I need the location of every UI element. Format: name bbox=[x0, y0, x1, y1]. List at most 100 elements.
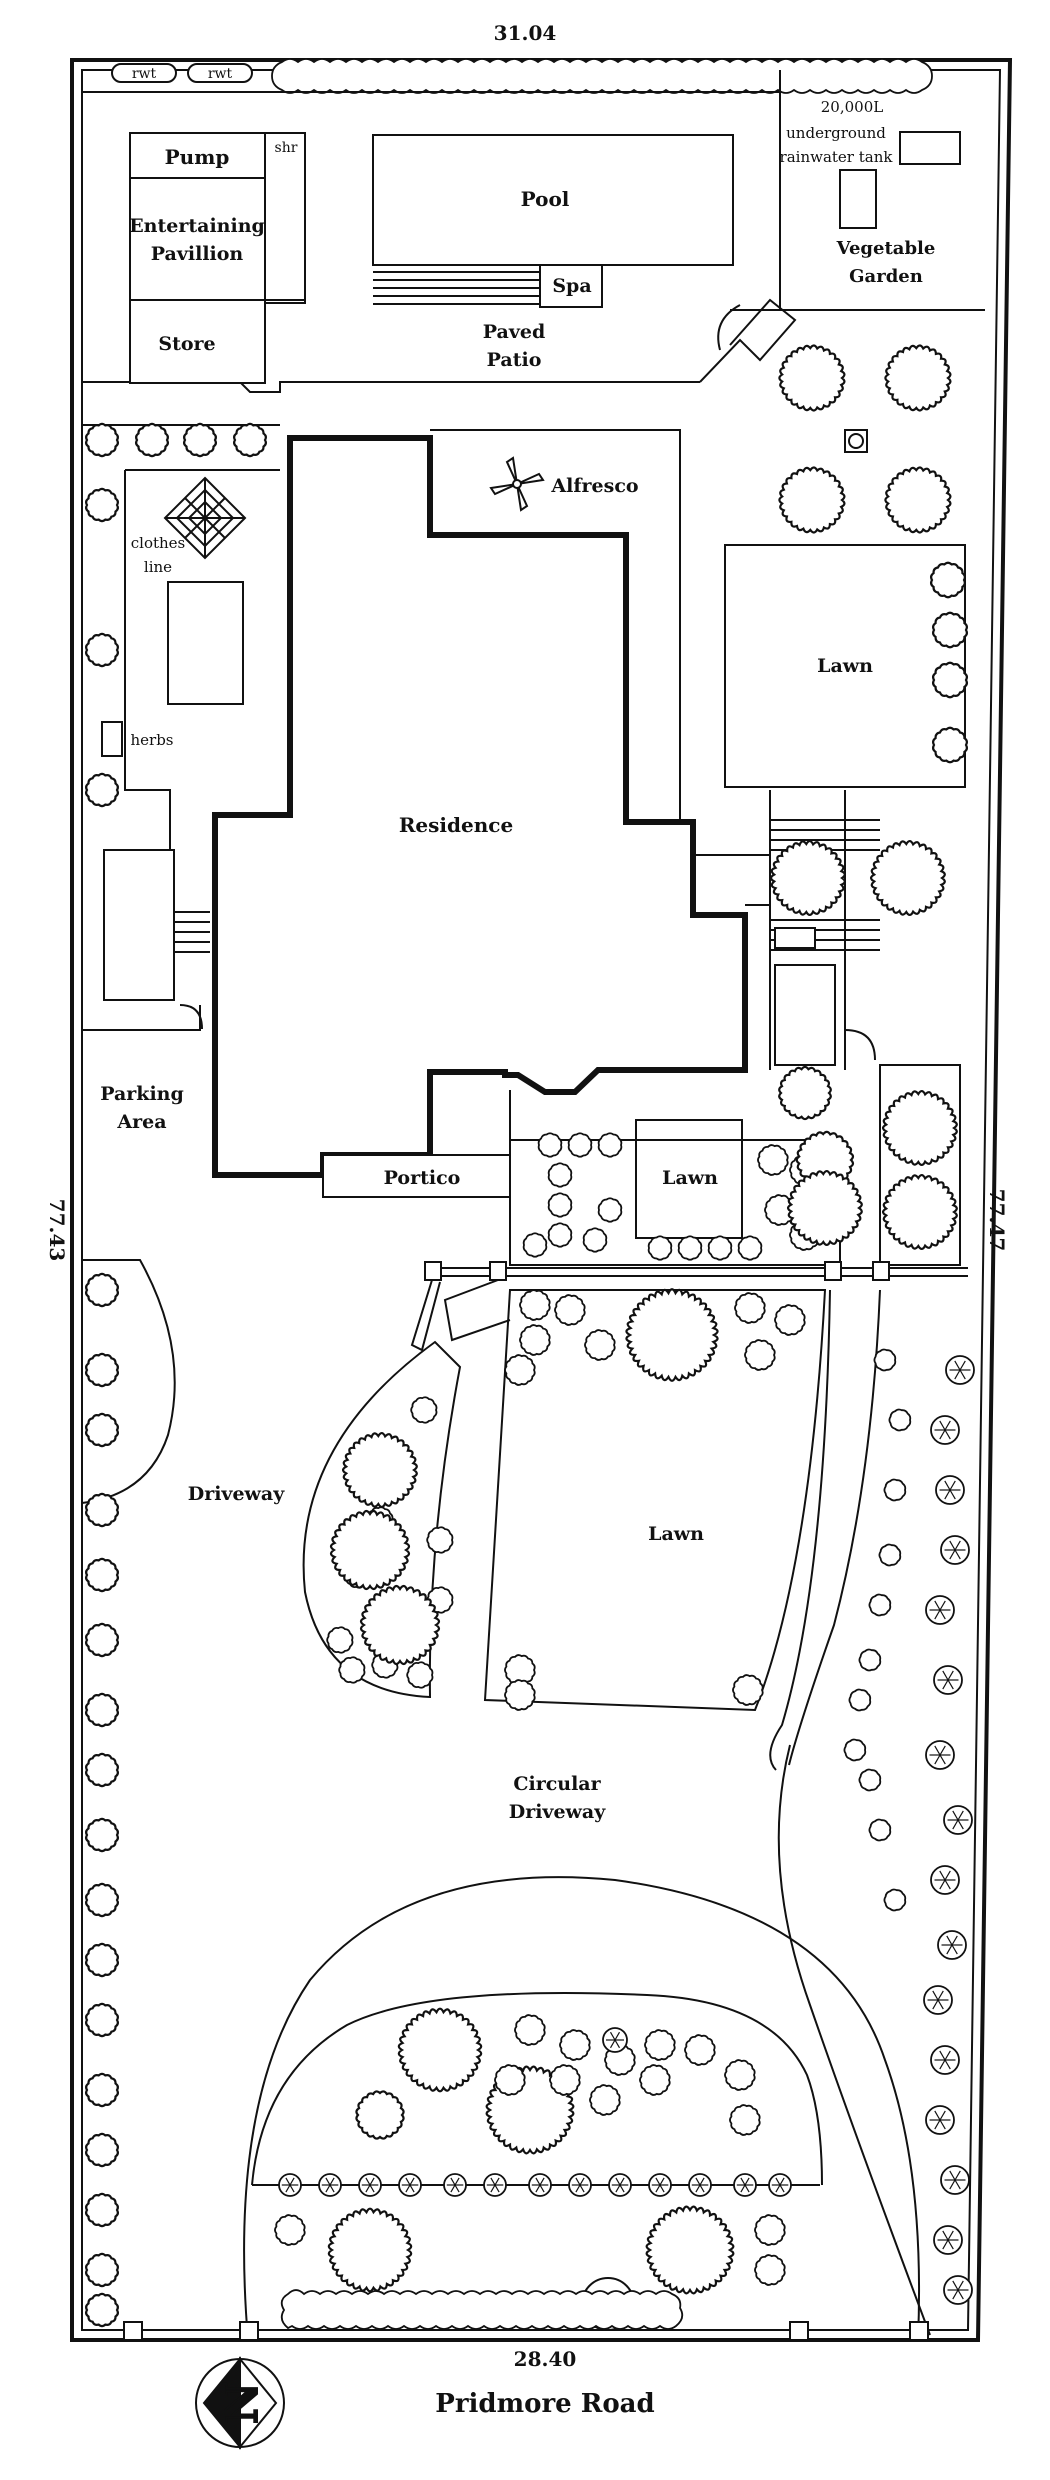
dimension-bottom: 28.40 bbox=[514, 2347, 577, 2371]
spa-label: Spa bbox=[552, 275, 591, 297]
dimension-top: 31.04 bbox=[494, 21, 557, 45]
tree bbox=[183, 422, 217, 458]
shrub-stroke bbox=[575, 2177, 581, 2186]
shrub-stroke bbox=[934, 2119, 941, 2130]
tree bbox=[567, 1132, 593, 1158]
north-compass: N bbox=[195, 2356, 285, 2450]
tree bbox=[754, 2254, 786, 2286]
pump-label: Pump bbox=[165, 145, 230, 169]
shrub-stroke bbox=[619, 2177, 625, 2186]
shrub-stroke bbox=[942, 2230, 949, 2241]
tree bbox=[85, 1352, 119, 1388]
tree bbox=[85, 2132, 119, 2168]
shrub-stroke bbox=[944, 1480, 951, 1491]
clothes-line-label-1: clothes bbox=[131, 534, 186, 552]
tree bbox=[645, 2205, 735, 2295]
tree bbox=[85, 2252, 119, 2288]
shrub-stroke bbox=[325, 2177, 331, 2186]
entertaining-label-2: Pavillion bbox=[151, 243, 244, 265]
shrub-stroke bbox=[454, 2184, 460, 2193]
herbs-label: herbs bbox=[130, 731, 173, 749]
shrub-stroke bbox=[959, 1360, 966, 1371]
shrub-stroke bbox=[939, 1870, 946, 1881]
parking-label-2: Area bbox=[116, 1111, 166, 1133]
shrub-stroke bbox=[490, 2184, 496, 2193]
tree bbox=[754, 2214, 786, 2246]
shrub-stroke bbox=[615, 2177, 621, 2186]
tree bbox=[769, 839, 846, 917]
shrub-stroke bbox=[952, 1810, 959, 1821]
tree bbox=[233, 422, 267, 458]
shrub-stroke bbox=[575, 2184, 581, 2193]
shrub-stroke bbox=[951, 1935, 958, 1946]
tree bbox=[85, 2292, 119, 2328]
tree bbox=[85, 632, 119, 668]
shrub-stroke bbox=[939, 1429, 946, 1440]
veg-garden-label-2: Garden bbox=[849, 266, 923, 287]
tree bbox=[327, 2207, 413, 2293]
dimension-right: 77.47 bbox=[985, 1189, 1009, 1252]
shrub-stroke bbox=[942, 1670, 949, 1681]
lawn-main-label: Lawn bbox=[648, 1523, 704, 1545]
road-gate-posts bbox=[123, 2321, 929, 2341]
shrub-stroke bbox=[949, 1480, 956, 1491]
shrub-stroke bbox=[535, 2184, 541, 2193]
tree bbox=[884, 344, 952, 412]
property-boundary bbox=[70, 58, 1013, 2342]
tree bbox=[504, 1679, 536, 1711]
tree bbox=[883, 1478, 907, 1502]
shrub-stroke bbox=[615, 2184, 621, 2193]
tree bbox=[858, 1648, 882, 1672]
shrub-stroke bbox=[944, 1879, 951, 1890]
west-yard bbox=[82, 424, 280, 1031]
tree bbox=[589, 2084, 621, 2116]
tree bbox=[549, 2064, 581, 2096]
tree bbox=[85, 1412, 119, 1448]
tree bbox=[848, 1688, 872, 1712]
tree bbox=[625, 1288, 719, 1382]
shrub-stroke bbox=[939, 2119, 946, 2130]
veg-garden-label-1: Vegetable bbox=[836, 238, 936, 259]
driveway-label: Driveway bbox=[188, 1483, 286, 1505]
tree bbox=[547, 1192, 573, 1218]
shrub-stroke bbox=[614, 2039, 621, 2049]
shrub-stroke bbox=[329, 2184, 335, 2193]
shrub-stroke bbox=[939, 2110, 946, 2121]
tree bbox=[410, 1396, 438, 1424]
tree bbox=[85, 1752, 119, 1788]
shrub-stroke bbox=[699, 2184, 705, 2193]
shrub-stroke bbox=[944, 1429, 951, 1440]
tree bbox=[338, 1656, 366, 1684]
shrub-stroke bbox=[954, 2170, 961, 2181]
tree bbox=[85, 1492, 119, 1528]
shrub-stroke bbox=[942, 2239, 949, 2250]
shrub-stroke bbox=[944, 1489, 951, 1500]
compass-letter: N bbox=[214, 2382, 268, 2424]
entertaining-pavillion bbox=[129, 132, 306, 384]
shrub-stroke bbox=[954, 1549, 961, 1560]
shrub-stroke bbox=[579, 2184, 585, 2193]
shrub-stroke bbox=[775, 2184, 781, 2193]
tree bbox=[547, 1222, 573, 1248]
tree bbox=[677, 1235, 703, 1261]
tree bbox=[85, 487, 119, 523]
shrub-stroke bbox=[949, 2170, 956, 2181]
tree bbox=[786, 1169, 863, 1247]
shrub-stroke bbox=[535, 2177, 541, 2186]
shrub-stroke bbox=[450, 2177, 456, 2186]
shrub-stroke bbox=[934, 2110, 941, 2121]
underground-tank bbox=[839, 131, 961, 229]
shrub-stroke bbox=[699, 2177, 705, 2186]
tree bbox=[85, 1622, 119, 1658]
tree bbox=[329, 1509, 411, 1591]
shrub-stroke bbox=[946, 1935, 953, 1946]
tree bbox=[355, 2090, 405, 2140]
shrub-stroke bbox=[944, 2059, 951, 2070]
shrub-stroke bbox=[939, 1609, 946, 1620]
shrub-stroke bbox=[937, 1990, 944, 2001]
tree bbox=[522, 1232, 548, 1258]
shrub-stroke bbox=[934, 1600, 941, 1611]
paved-patio-label-2: Patio bbox=[487, 349, 542, 371]
shrub-stroke bbox=[740, 2177, 746, 2186]
tree bbox=[584, 1329, 616, 1361]
